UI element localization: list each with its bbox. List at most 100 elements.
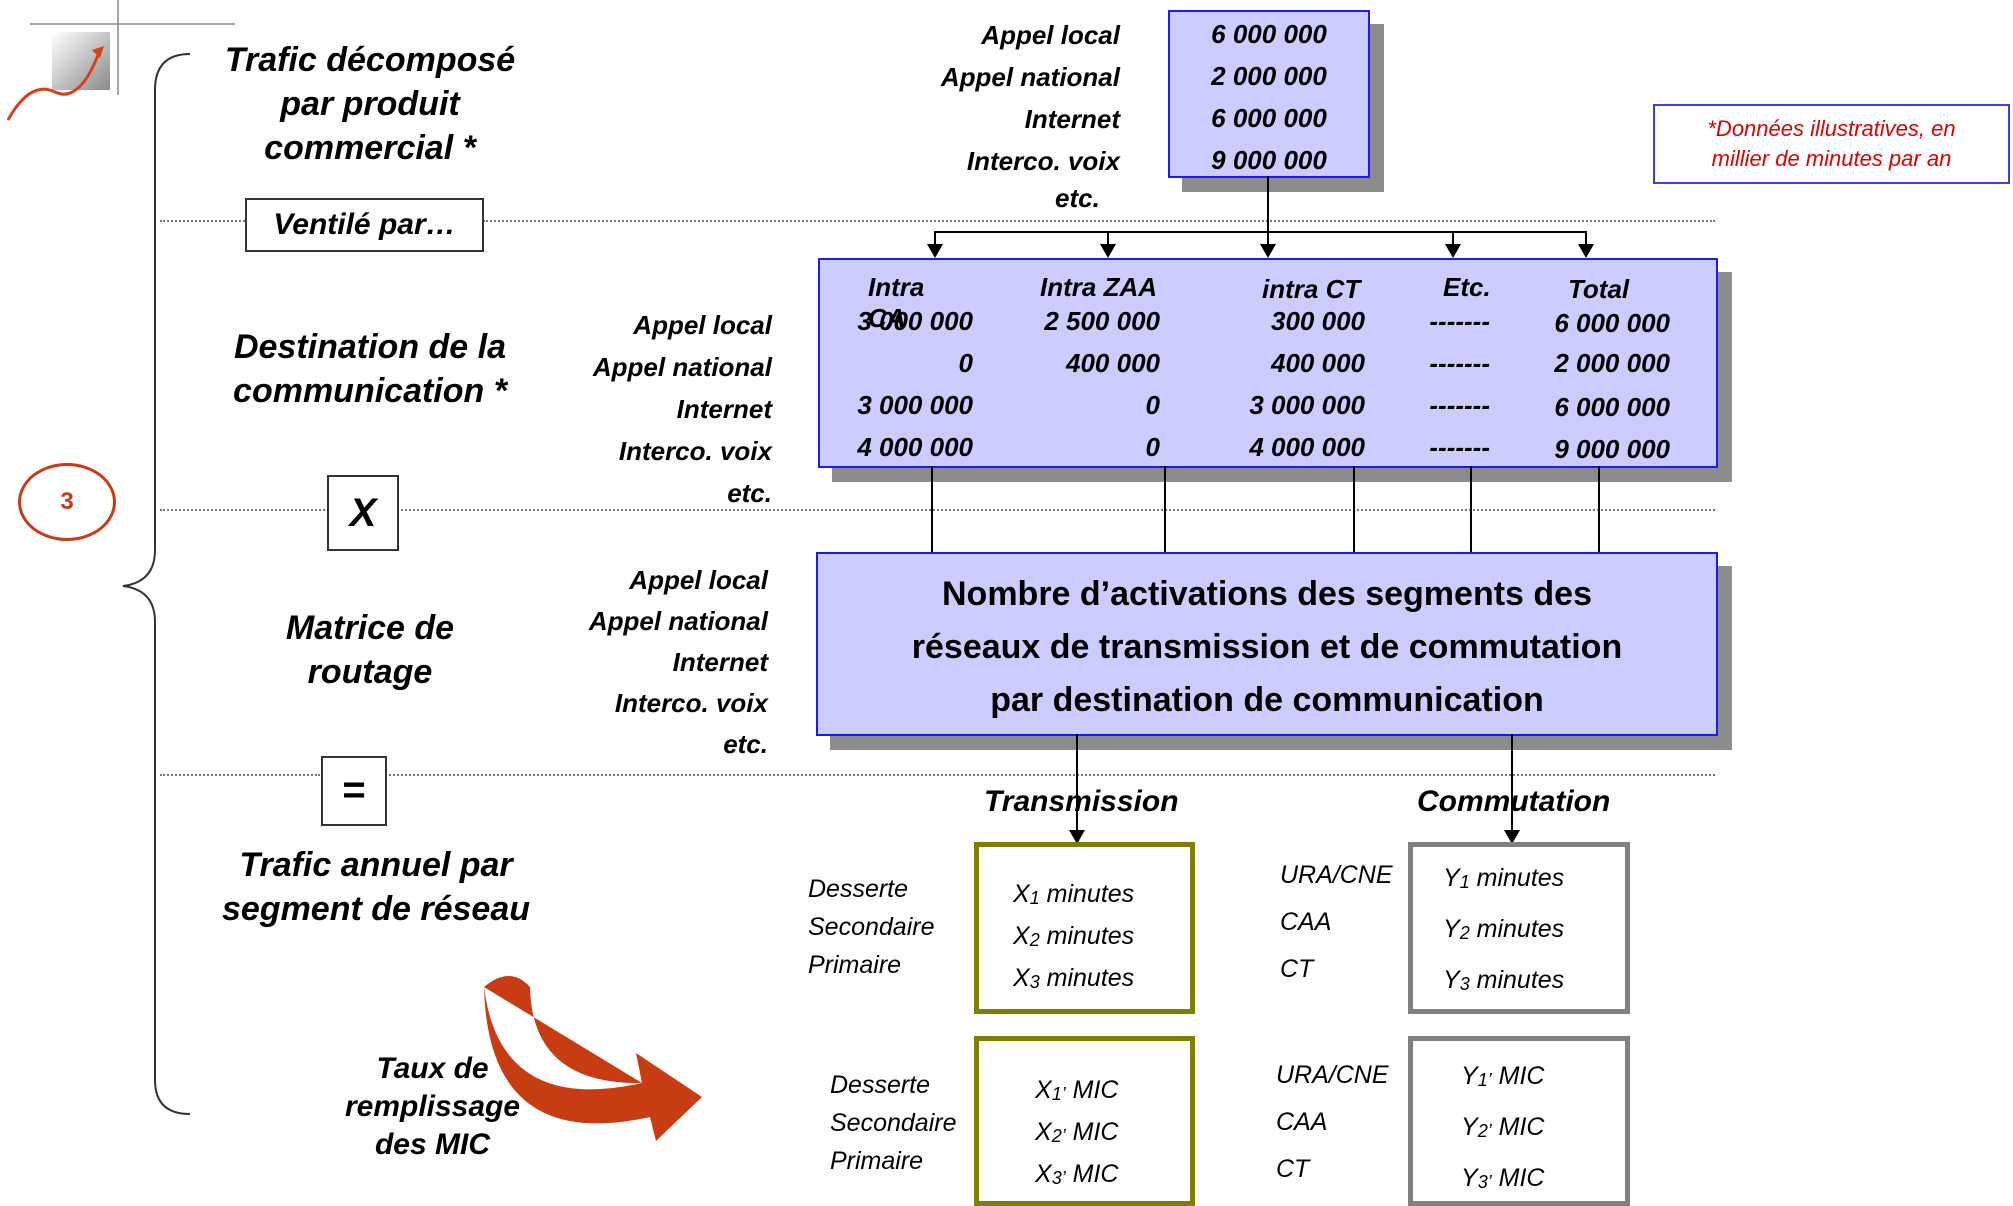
- routing-box: Nombre d’activations des segments des ré…: [816, 552, 1718, 736]
- routing-text: réseaux de transmission et de commutatio…: [911, 628, 1623, 666]
- tmic-row: X2’ MIC: [1035, 1118, 1119, 1146]
- separator-1b: [483, 220, 1715, 222]
- dest-cell: 2 000 000: [1554, 348, 1670, 378]
- separator-3b: [385, 774, 1715, 776]
- cm-row: Y2 minutes: [1443, 915, 1565, 943]
- cmic-row: Y2’ MIC: [1461, 1113, 1545, 1141]
- arrow-head: [1578, 244, 1594, 258]
- arrow-head: [1100, 244, 1116, 258]
- commutation-labels: URA/CNE CAA CT: [1280, 861, 1393, 983]
- connector: [934, 231, 936, 245]
- connector: [931, 466, 933, 552]
- dest-cell: 3 000 000: [857, 306, 973, 336]
- times-box: X: [327, 475, 399, 551]
- dest-cell: 300 000: [1271, 306, 1365, 336]
- commutation-minutes-box: Y1 minutes Y2 minutes Y3 minutes: [1408, 842, 1630, 1014]
- dest-cell: 0: [1145, 390, 1160, 420]
- dest-cell: 400 000: [1271, 348, 1365, 378]
- arrow-head: [1260, 244, 1276, 258]
- tm-row: X3 minutes: [1013, 964, 1135, 992]
- tmic-row: X3’ MIC: [1035, 1160, 1119, 1188]
- connector: [1076, 734, 1078, 838]
- dest-header: Intra CA: [868, 272, 925, 333]
- connector: [934, 231, 1586, 233]
- connector: [1598, 466, 1600, 552]
- top-value: 6 000 000: [1211, 103, 1327, 133]
- dest-cell: 0: [1145, 432, 1160, 462]
- dest-cell: -------: [1429, 390, 1490, 420]
- dest-cell: -------: [1429, 432, 1490, 462]
- commutation-title: Commutation: [1417, 785, 1611, 818]
- tmic-row: X1’ MIC: [1035, 1076, 1119, 1104]
- cm-row: Y1 minutes: [1443, 864, 1565, 892]
- transmission-minutes-box: X1 minutes X2 minutes X3 minutes: [974, 842, 1195, 1014]
- separator-3: [160, 774, 320, 776]
- curved-arrow-icon: [470, 965, 710, 1145]
- dest-cell: 9 000 000: [1554, 434, 1670, 464]
- dest-header: Total: [1568, 274, 1630, 304]
- dest-cell: 6 000 000: [1554, 392, 1670, 422]
- connector: [1470, 466, 1472, 552]
- arrow-head: [1069, 830, 1085, 844]
- step-number: 3: [60, 488, 74, 515]
- dest-cell: 400 000: [1066, 348, 1160, 378]
- connector: [1511, 734, 1513, 838]
- logo-icon: [0, 0, 240, 130]
- connector: [1452, 231, 1454, 245]
- dest-row-labels: Appel local Appel national Internet Inte…: [592, 310, 772, 508]
- dest-cell: 4 000 000: [857, 432, 973, 462]
- top-values-box: 6 000 000 2 000 000 6 000 000 9 000 000: [1168, 10, 1370, 178]
- arrow-head: [1445, 244, 1461, 258]
- dest-cell: -------: [1429, 348, 1490, 378]
- top-value: 9 000 000: [1211, 145, 1327, 175]
- tm-row: X1 minutes: [1013, 880, 1135, 908]
- equals-box: =: [321, 756, 387, 826]
- separator-1: [160, 220, 245, 222]
- top-etc: etc.: [1055, 183, 1100, 213]
- dest-cell: 4 000 000: [1249, 432, 1365, 462]
- ventile-par-box: Ventilé par…: [245, 198, 484, 252]
- dest-header: Etc.: [1443, 272, 1491, 302]
- dest-cell: 0: [958, 348, 973, 378]
- transmission-title: Transmission: [984, 785, 1179, 818]
- commutation-mic-box: Y1’ MIC Y2’ MIC Y3’ MIC: [1408, 1036, 1630, 1206]
- routing-text: Nombre d’activations des segments des: [942, 575, 1592, 613]
- step-number-badge: 3: [18, 463, 116, 541]
- connector: [1353, 466, 1355, 552]
- transmission-mic-box: X1’ MIC X2’ MIC X3’ MIC: [974, 1036, 1195, 1206]
- arrow-head: [927, 244, 943, 258]
- commutation-mic-labels: URA/CNE CAA CT: [1276, 1061, 1389, 1183]
- top-value: 2 000 000: [1211, 61, 1327, 91]
- curly-brace: [115, 50, 205, 1120]
- transmission-mic-labels: Desserte Secondaire Primaire: [830, 1071, 957, 1175]
- connector: [1585, 231, 1587, 245]
- dest-cell: 6 000 000: [1554, 308, 1670, 338]
- destination-box: [818, 258, 1718, 468]
- routing-row-labels: Appel local Appel national Internet Inte…: [588, 565, 768, 759]
- separator-2: [160, 509, 325, 511]
- separator-2b: [396, 509, 1715, 511]
- top-value: 6 000 000: [1211, 19, 1327, 49]
- transmission-labels: Desserte Secondaire Primaire: [808, 875, 935, 979]
- connector: [1267, 176, 1269, 244]
- connector: [1164, 466, 1166, 552]
- dest-header: intra CT: [1262, 274, 1361, 304]
- dest-cell: -------: [1429, 306, 1490, 336]
- note-box: *Données illustratives, en millier de mi…: [1653, 104, 2010, 184]
- dest-cell: 3 000 000: [857, 390, 973, 420]
- arrow-head: [1504, 830, 1520, 844]
- tm-row: X2 minutes: [1013, 922, 1135, 950]
- dest-cell: 3 000 000: [1249, 390, 1365, 420]
- dest-header: Intra ZAA: [1040, 272, 1157, 302]
- connector: [1107, 231, 1109, 245]
- cmic-row: Y1’ MIC: [1461, 1062, 1545, 1090]
- routing-text: par destination de communication: [990, 681, 1544, 719]
- cmic-row: Y3’ MIC: [1461, 1164, 1545, 1192]
- dest-cell: 2 500 000: [1044, 306, 1160, 336]
- top-row-labels: Appel local Appel national Internet Inte…: [940, 20, 1120, 176]
